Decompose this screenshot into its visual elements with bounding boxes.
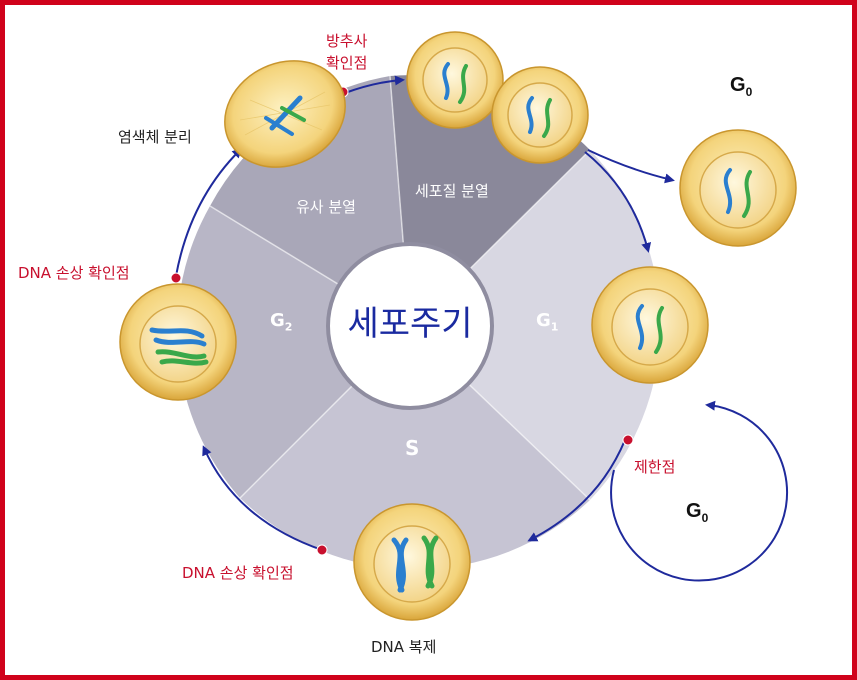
cycle-arrows bbox=[175, 75, 789, 582]
arrow-g0-loop bbox=[610, 400, 789, 582]
label-spindle-checkpoint-line2: 확인점 bbox=[326, 54, 368, 72]
g0-bottom-sub: 0 bbox=[701, 511, 709, 525]
phase-label-g1: G1 bbox=[536, 310, 558, 334]
sector-s bbox=[240, 328, 590, 570]
label-chromosome-separation: 염색체 분리 bbox=[118, 128, 192, 146]
g0-top-sub: 0 bbox=[745, 85, 753, 99]
g0-top-label: G0 bbox=[730, 74, 752, 99]
checkpoint-dna-bottom-dot bbox=[316, 544, 328, 556]
label-dna-damage-checkpoint-top: DNA 손상 확인점 bbox=[18, 264, 130, 282]
label-dna-damage-checkpoint-bottom: DNA 손상 확인점 bbox=[182, 564, 294, 582]
cell-g0-top bbox=[679, 129, 797, 247]
phase-label-g2: G2 bbox=[270, 310, 292, 334]
cell-g1 bbox=[591, 266, 709, 384]
label-restriction-point: 제한점 bbox=[634, 458, 676, 476]
g0-bottom-letter: G bbox=[686, 500, 702, 522]
cell-s bbox=[353, 503, 471, 621]
g0-top-letter: G bbox=[730, 74, 746, 96]
phase-label-g2-sub: 2 bbox=[284, 320, 293, 334]
phase-label-g2-letter: G bbox=[270, 310, 285, 331]
arrow-g1-to-s bbox=[527, 439, 626, 542]
cell-g2 bbox=[119, 283, 237, 401]
sector-g2 bbox=[176, 206, 410, 498]
cell-mitosis bbox=[224, 60, 346, 168]
label-spindle-checkpoint-line1: 방추사 bbox=[326, 32, 368, 50]
arrow-mitosis-to-cytokinesis bbox=[344, 75, 405, 94]
phase-label-s: S bbox=[405, 436, 420, 460]
label-dna-replication: DNA 복제 bbox=[371, 638, 437, 656]
arrow-s-to-g2 bbox=[202, 445, 323, 551]
checkpoint-restriction-dot bbox=[622, 434, 634, 446]
phase-label-g1-letter: G bbox=[536, 310, 551, 331]
arrow-to-g0-top bbox=[587, 149, 675, 184]
g0-bottom-label: G0 bbox=[686, 500, 708, 525]
arrow-g2-to-mitosis bbox=[175, 147, 243, 277]
arrow-cytokinesis-to-g1 bbox=[584, 151, 652, 253]
center-title: 세포주기 bbox=[347, 304, 473, 344]
phase-label-cytokinesis: 세포질 분열 bbox=[415, 182, 489, 200]
phase-label-mitosis: 유사 분열 bbox=[296, 198, 356, 216]
checkpoint-dna-top-dot bbox=[170, 272, 182, 284]
center-hub bbox=[326, 242, 494, 410]
sector-g1 bbox=[410, 150, 661, 500]
cell-cytokinesis bbox=[406, 31, 589, 164]
phase-label-g1-sub: 1 bbox=[550, 320, 559, 334]
